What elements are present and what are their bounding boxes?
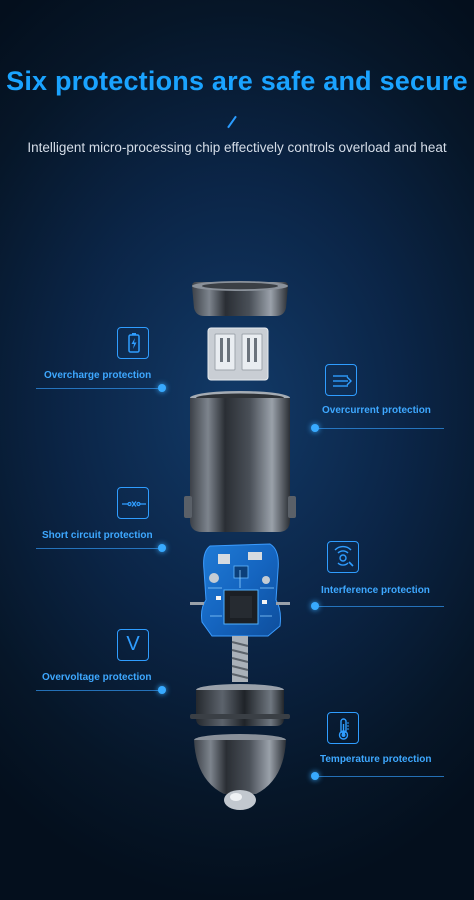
voltage-glyph: V	[126, 633, 140, 655]
main-shell	[184, 391, 296, 532]
feature-label: Overvoltage protection	[42, 672, 152, 683]
callout-dot	[158, 384, 166, 392]
title-divider	[227, 115, 237, 129]
spring	[231, 636, 249, 682]
callout-dot	[311, 772, 319, 780]
callout-line	[316, 606, 444, 607]
page-title: Six protections are safe and secure	[6, 66, 468, 96]
feature-label: Short circuit protection	[42, 530, 153, 541]
feature-label: Overcharge protection	[44, 370, 152, 381]
bottom-tip	[194, 734, 286, 810]
signal-shield-icon	[327, 541, 359, 573]
callout-line	[316, 428, 444, 429]
car-charger-exploded-view	[184, 281, 296, 810]
callout-line	[36, 690, 163, 691]
battery-charge-icon	[117, 327, 149, 359]
top-cap	[192, 281, 288, 316]
usb-ports	[207, 327, 269, 381]
callout-line	[316, 776, 444, 777]
callout-line	[36, 548, 163, 549]
thermometer-icon	[327, 712, 359, 744]
feature-label: Temperature protection	[320, 754, 432, 765]
callout-dot	[158, 686, 166, 694]
bottom-sleeve	[190, 684, 290, 726]
feature-label: Interference protection	[321, 585, 430, 596]
feature-label: Overcurrent protection	[322, 405, 431, 416]
circuit-board	[190, 543, 290, 637]
voltage-v-icon: V	[117, 629, 149, 661]
callout-line	[36, 388, 163, 389]
page-subtitle: Intelligent micro-processing chip effect…	[27, 140, 447, 155]
current-lines-icon	[325, 364, 357, 396]
callout-dot	[311, 602, 319, 610]
callout-dot	[158, 544, 166, 552]
callout-dot	[311, 424, 319, 432]
short-circuit-icon	[117, 487, 149, 519]
